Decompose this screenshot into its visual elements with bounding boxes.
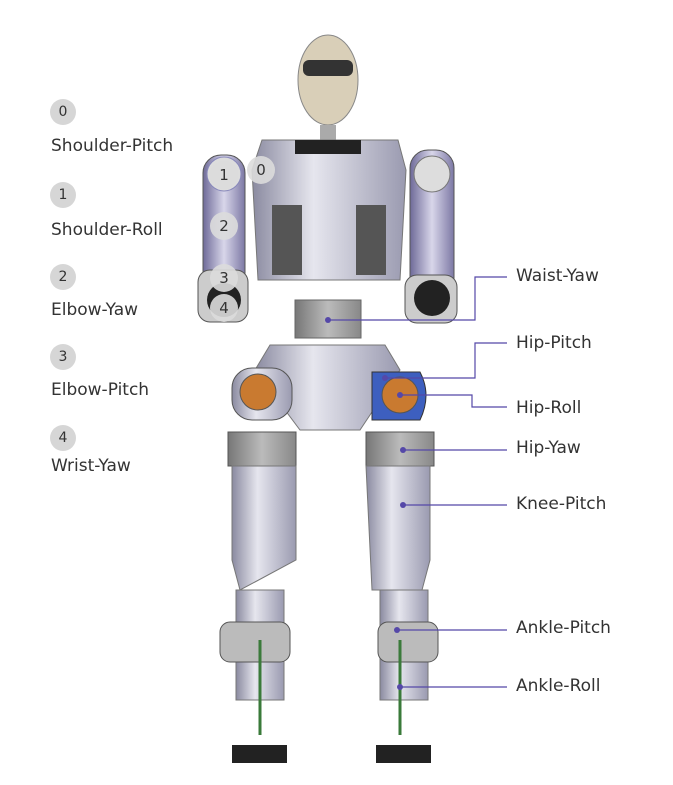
- arm-marker-3: 3: [210, 264, 238, 292]
- leader-hip-roll: [400, 394, 507, 408]
- label-waist-yaw: Waist-Yaw: [516, 266, 599, 286]
- label-hip-roll: Hip-Roll: [516, 398, 582, 418]
- legend-badge-3: 3: [50, 344, 76, 370]
- label-hip-pitch: Hip-Pitch: [516, 333, 592, 353]
- legend-badge-1: 1: [50, 182, 76, 208]
- label-ankle-pitch: Ankle-Pitch: [516, 618, 611, 638]
- label-ankle-roll: Ankle-Roll: [516, 676, 601, 696]
- legend-label-shoulder-roll: Shoulder-Roll: [51, 220, 163, 240]
- robot-torso: [251, 139, 407, 431]
- legend-badge-0: 0: [50, 99, 76, 125]
- legend-label-elbow-yaw: Elbow-Yaw: [51, 300, 139, 320]
- leader-lines: [328, 276, 507, 688]
- arm-marker-0: 0: [247, 156, 275, 184]
- leader-dots: [325, 317, 406, 690]
- label-knee-pitch: Knee-Pitch: [516, 494, 607, 514]
- legend-badge-2: 2: [50, 264, 76, 290]
- legend-label-wrist-yaw: Wrist-Yaw: [51, 456, 131, 476]
- robot-head: [297, 34, 359, 140]
- label-hip-yaw: Hip-Yaw: [516, 438, 581, 458]
- robot-legs: [219, 367, 439, 763]
- legend-badge-4: 4: [50, 425, 76, 451]
- leader-hip-pitch: [385, 342, 507, 379]
- legend-label-shoulder-pitch: Shoulder-Pitch: [51, 136, 174, 156]
- leader-waist-yaw: [328, 276, 507, 321]
- robot-right-arm: [404, 149, 458, 324]
- arm-marker-2: 2: [210, 212, 238, 240]
- arm-marker-4: 4: [210, 294, 238, 322]
- legend-label-elbow-pitch: Elbow-Pitch: [51, 380, 150, 400]
- arm-marker-1: 1: [210, 161, 238, 189]
